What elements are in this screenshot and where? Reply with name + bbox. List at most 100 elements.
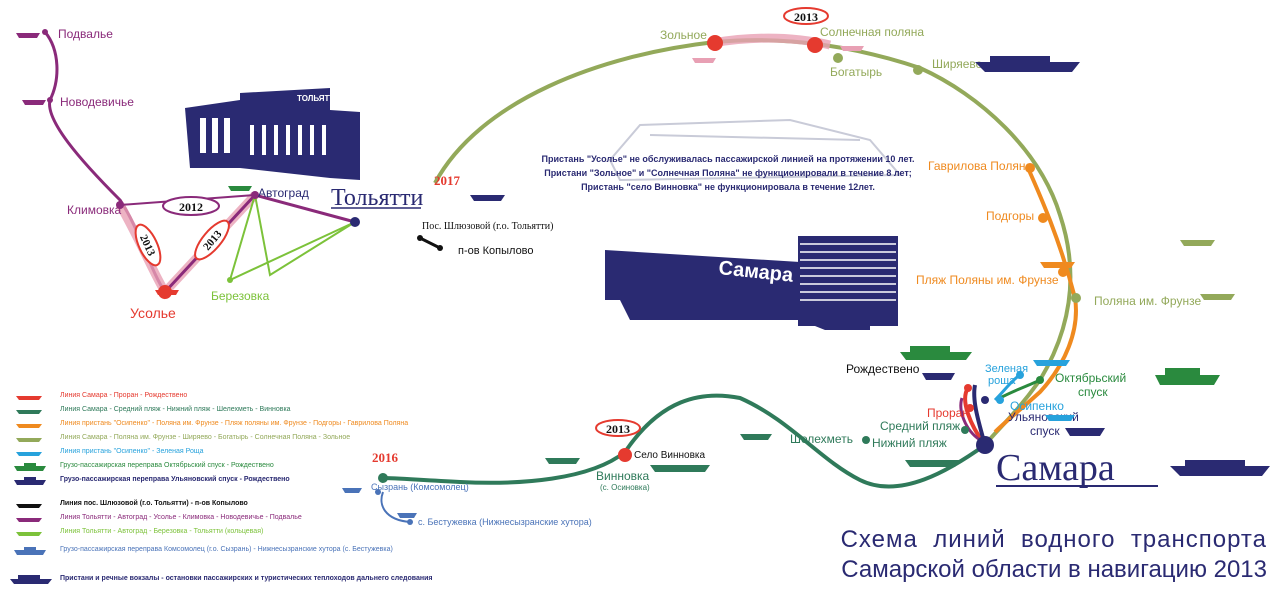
legend-item: Линия Тольятти - Автоград - Березовка - … [60,528,263,535]
legend-item: Линия Самара - Поляна им. Фрунзе - Ширяе… [60,434,350,441]
ship-icon [10,575,52,584]
title-line-1: Схема линий водного транспорта [840,526,1267,553]
boat-icon [16,424,42,428]
label-solnechnaya: Солнечная поляна [820,25,924,39]
ship-icon [342,488,362,493]
legend-item-label: Линия Самара - Поляна им. Фрунзе - Ширяе… [60,434,351,441]
label-bestuzhevka: с. Бестужевка (Нижнесызранские хутора) [418,517,592,527]
city-togliatti: Тольятти [331,185,423,211]
label-osipenko: Осипенко [1010,399,1064,413]
ship-icon [905,460,960,467]
ship-icon [470,195,505,201]
label-gavrilova: Гаврилова Поляна [928,159,1032,173]
ship-icon [650,465,710,472]
ship-icon [1155,368,1220,385]
samara-station-building [605,236,898,330]
label-shlyuzovoy: Пос. Шлюзовой (г.о. Тольятти) [422,221,553,232]
label-usolye: Усолье [130,305,176,321]
label-bogatyr: Богатырь [830,65,882,79]
year-2012: 2012 [179,200,203,214]
boat-icon [16,532,42,536]
route-orange [993,167,1078,434]
legend-item-label: Линия Тольятти - Автоград - Березовка - … [60,528,264,535]
ship-icon [228,186,252,191]
ship-icon [545,458,580,464]
ship-icon [397,513,417,518]
ship-icon [922,373,955,380]
ship-icon [1040,262,1075,268]
boat-icon [16,518,42,522]
route-blue [380,491,411,523]
year-2016: 2016 [372,450,399,465]
year-2013-bottom: 2013 [606,422,630,436]
ship-icon [1200,294,1235,300]
label-berezovka: Березовка [211,289,270,303]
ship-icon [692,58,716,63]
notice-line-2: Пристани "Зольное" и "Солнечная Поляна" … [544,168,912,178]
label-proran: Проран [927,406,969,420]
notice-line-1: Пристань "Усолье" не обслуживалась пасса… [541,154,914,164]
label-podvalye: Подвалье [58,27,113,41]
legend-item: Грузо-пассажирская переправа Ульяновский… [60,476,290,483]
city-samara: Самара [996,447,1115,489]
legend-item-label: Грузо-пассажирская переправа Октябрьский… [60,462,274,469]
boat-icon [16,438,42,442]
ship-icon [740,434,772,440]
legend-item: Линия Тольятти - Автоград - Усолье - Кли… [60,514,302,521]
year-2017: 2017 [434,173,461,188]
ship-icon [840,46,864,51]
label-kopylovo: п-ов Копылово [458,245,534,257]
legend-item: Линия Самара - Средний пляж - Нижний пля… [60,406,291,413]
boat-icon [16,504,42,508]
label-syzran: Сызрань (Комсомолец) [371,482,469,492]
label-avtograd: Автоград [258,186,309,200]
route-darkgreen [382,393,987,489]
label-klimovka: Климовка [67,203,122,217]
togliatti-building-sign: ТОЛЬЯТТИ [297,94,340,103]
route-purple-city [959,397,981,442]
ship-icon [1180,240,1215,246]
legend-item: Грузо-пассажирская переправа Комсомолец … [60,546,393,553]
ship-icon [900,346,972,360]
legend-item: Линия пристань "Осипенко" - Зеленая Роща [60,448,203,455]
label-podgory: Подгоры [986,209,1034,223]
label-sredny: Средний пляж [880,419,960,433]
label-shiryaevo: Ширяево [932,57,983,71]
route-black [419,236,441,250]
ship-icon [975,56,1080,72]
legend-item: Пристани и речные вокзалы - остановки па… [60,575,432,582]
boat-icon [16,410,42,414]
title-line-2: Самарской области в навигацию 2013 [841,556,1267,583]
label-oktyabrsky-1: Октябрьский [1055,371,1126,385]
legend-item-label: Линия Самара - Проран - Рождествено [60,392,188,399]
label-oktyabrsky-2: спуск [1078,385,1108,399]
station-labels: Подвалье Новодевичье Климовка Автоград Б… [58,25,1201,527]
label-vinnovka: Винновка [596,469,650,483]
map-title: Схема линий водного транспорта Самарской… [762,526,1267,584]
label-nizhny: Нижний пляж [872,436,947,450]
label-selo-vinnovka: Село Винновка [634,450,706,461]
ferry-icon [14,463,46,471]
legend-item-label: Грузо-пассажирская переправа Ульяновский… [60,476,290,483]
legend-item: Линия Самара - Проран - Рождествено [60,392,187,399]
label-plyazh-frunze: Пляж Поляны им. Фрунзе [916,273,1059,287]
legend-item-label: Линия Тольятти - Автоград - Усолье - Кли… [60,514,302,521]
legend-item: Грузо-пассажирская переправа Октябрьский… [60,462,274,469]
label-novodevichye: Новодевичье [60,95,134,109]
legend-icons [10,396,52,584]
background-ship-icon [608,118,903,182]
ship-icon [16,33,40,38]
ship-icon [155,290,179,295]
label-vinnovka-sub: (с. Осиновка) [600,483,650,492]
year-2013-top: 2013 [794,10,818,24]
station-dots [42,29,1081,525]
notice-line-3: Пристань "село Винновка" не функциониров… [581,182,875,192]
legend-item: Линия пос. Шлюзовой (г.о. Тольятти) - п-… [60,500,248,507]
boat-icon [16,452,42,456]
ship-icons [16,33,1270,518]
ship-icon [22,100,46,105]
label-zelenaya-2: роща [988,375,1016,387]
legend-item: Линия пристань "Осипенко" - Поляна им. Ф… [60,420,408,427]
year-badges [134,7,829,437]
